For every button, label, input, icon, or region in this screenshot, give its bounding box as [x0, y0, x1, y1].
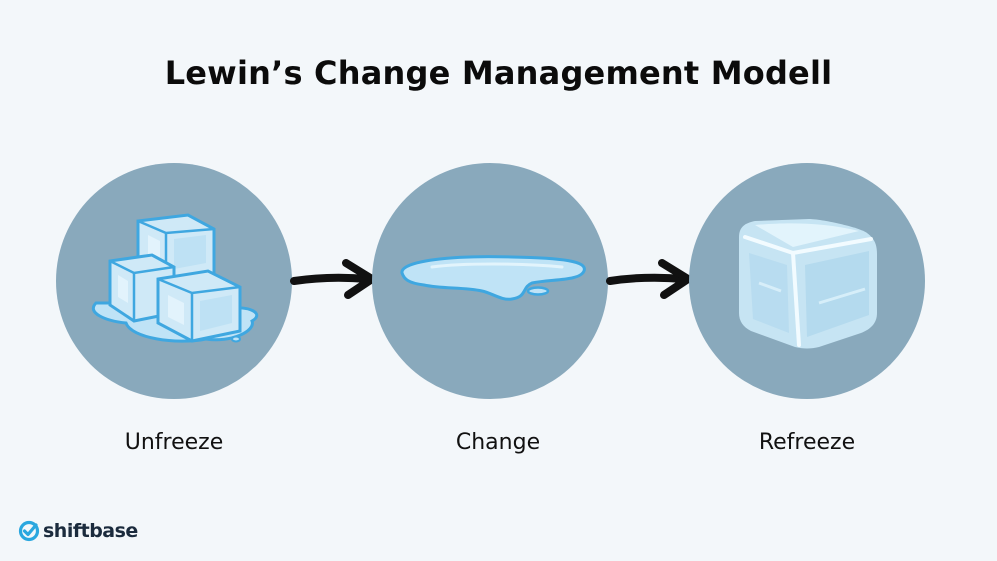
- diagram-title: Lewin’s Change Management Modell: [164, 54, 833, 92]
- checkmark-circle-logo-icon: [18, 520, 40, 542]
- stage-circle-refreeze: [689, 163, 925, 399]
- stage-circle-unfreeze: [56, 163, 292, 399]
- water-puddle-icon: [400, 255, 586, 301]
- arrow-right-icon: [606, 259, 692, 299]
- stage-label-unfreeze: Unfreeze: [124, 430, 224, 455]
- logo-text: shiftbase: [43, 520, 138, 542]
- stage-label-refreeze: Refreeze: [758, 430, 856, 455]
- stage-label-change: Change: [455, 430, 541, 455]
- stage-circle-change: [372, 163, 608, 399]
- melting-ice-cubes-icon: [92, 213, 259, 343]
- shiftbase-logo: shiftbase: [18, 517, 138, 545]
- arrow-right-icon: [290, 259, 376, 299]
- ice-cube-icon: [739, 219, 877, 349]
